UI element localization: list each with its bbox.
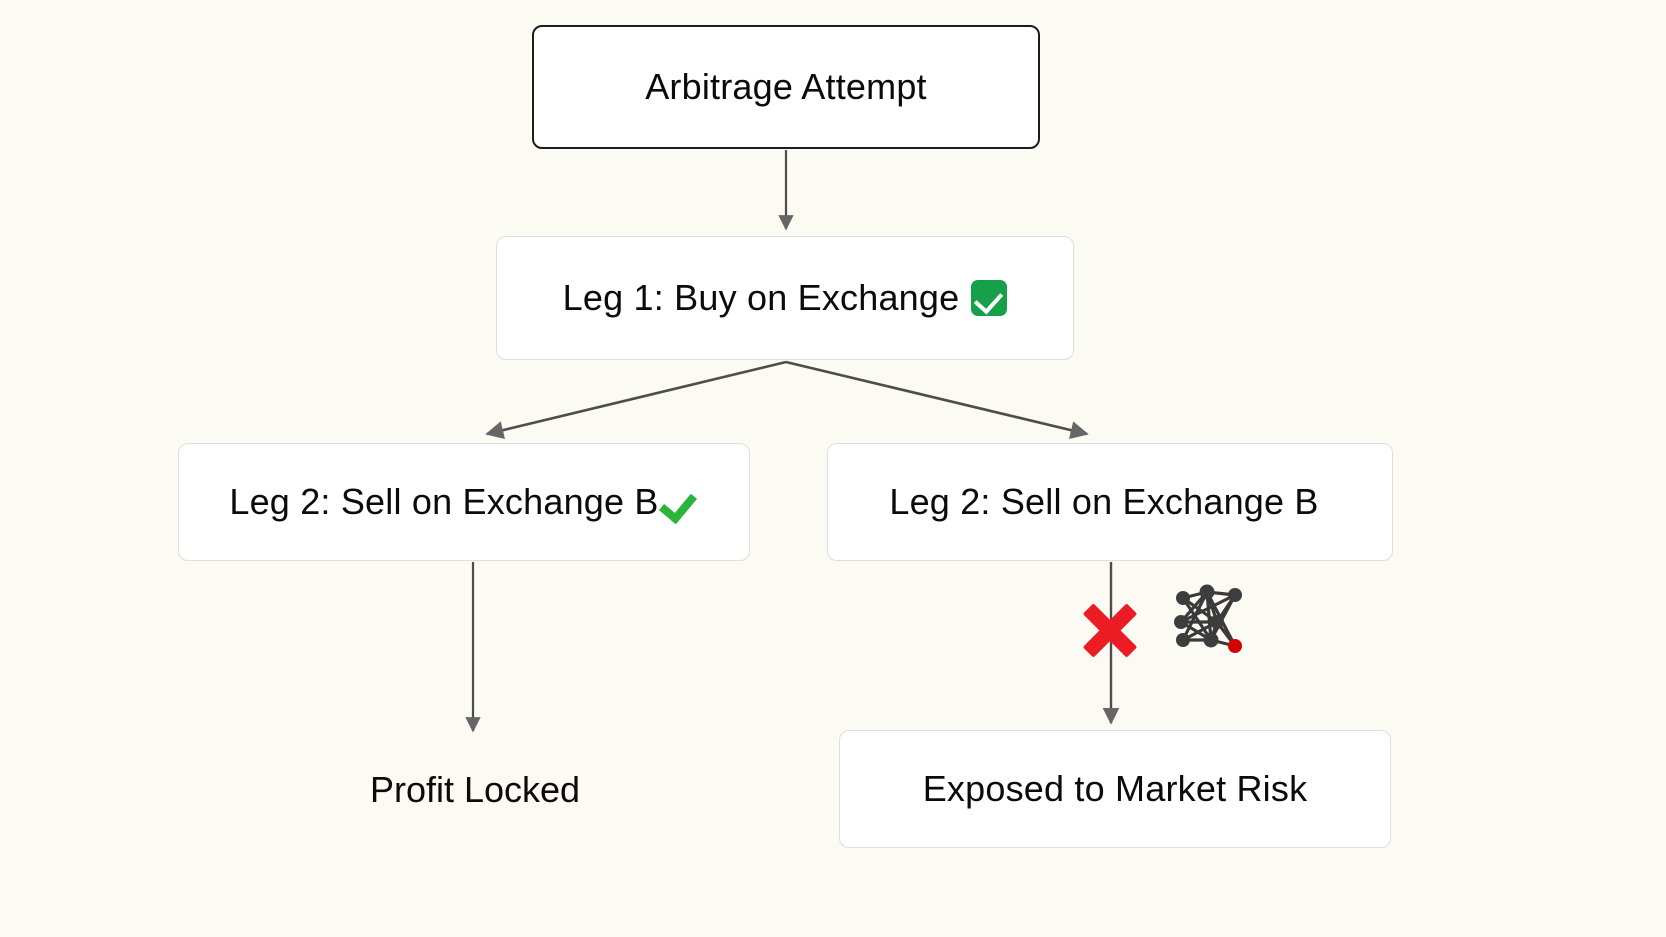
node-leg-2-sell-on-exchange-b-right[interactable]: Leg 2: Sell on Exchange B xyxy=(827,443,1393,561)
white-heavy-check-mark-icon xyxy=(971,280,1008,316)
node-arbitrage-attempt-label: Arbitrage Attempt xyxy=(645,66,927,107)
network-graph-highlight-node xyxy=(1228,639,1242,653)
node-leg-1-label-wrap: Leg 1: Buy on Exchange xyxy=(563,280,1008,316)
node-leg-1-buy-on-exchange[interactable]: Leg 1: Buy on Exchange xyxy=(496,236,1074,360)
node-profit-locked-label: Profit Locked xyxy=(369,769,581,810)
edge-leg1-to-leg2-right xyxy=(785,360,1089,440)
node-leg-2-left-text: Leg 2: Sell on Exchange B xyxy=(229,481,659,522)
cross-mark-icon xyxy=(1078,598,1142,662)
node-leg-2-right-label-wrap: Leg 2: Sell on Exchange B xyxy=(889,484,1330,520)
node-leg-2-left-label-wrap: Leg 2: Sell on Exchange B xyxy=(229,484,698,520)
green-check-mark-icon xyxy=(665,484,699,520)
node-exposed-to-market-risk[interactable]: Exposed to Market Risk xyxy=(839,730,1391,848)
node-leg-2-sell-on-exchange-b-left[interactable]: Leg 2: Sell on Exchange B xyxy=(178,443,750,561)
node-arbitrage-attempt[interactable]: Arbitrage Attempt xyxy=(532,25,1040,149)
edge-leg1-to-leg2-left xyxy=(485,360,787,440)
node-leg-1-text: Leg 1: Buy on Exchange xyxy=(562,277,960,318)
node-profit-locked: Profit Locked xyxy=(300,742,650,838)
node-leg-2-right-text: Leg 2: Sell on Exchange B xyxy=(889,481,1319,522)
node-exposed-to-market-risk-label: Exposed to Market Risk xyxy=(922,768,1308,809)
network-graph-icon xyxy=(1174,584,1242,653)
